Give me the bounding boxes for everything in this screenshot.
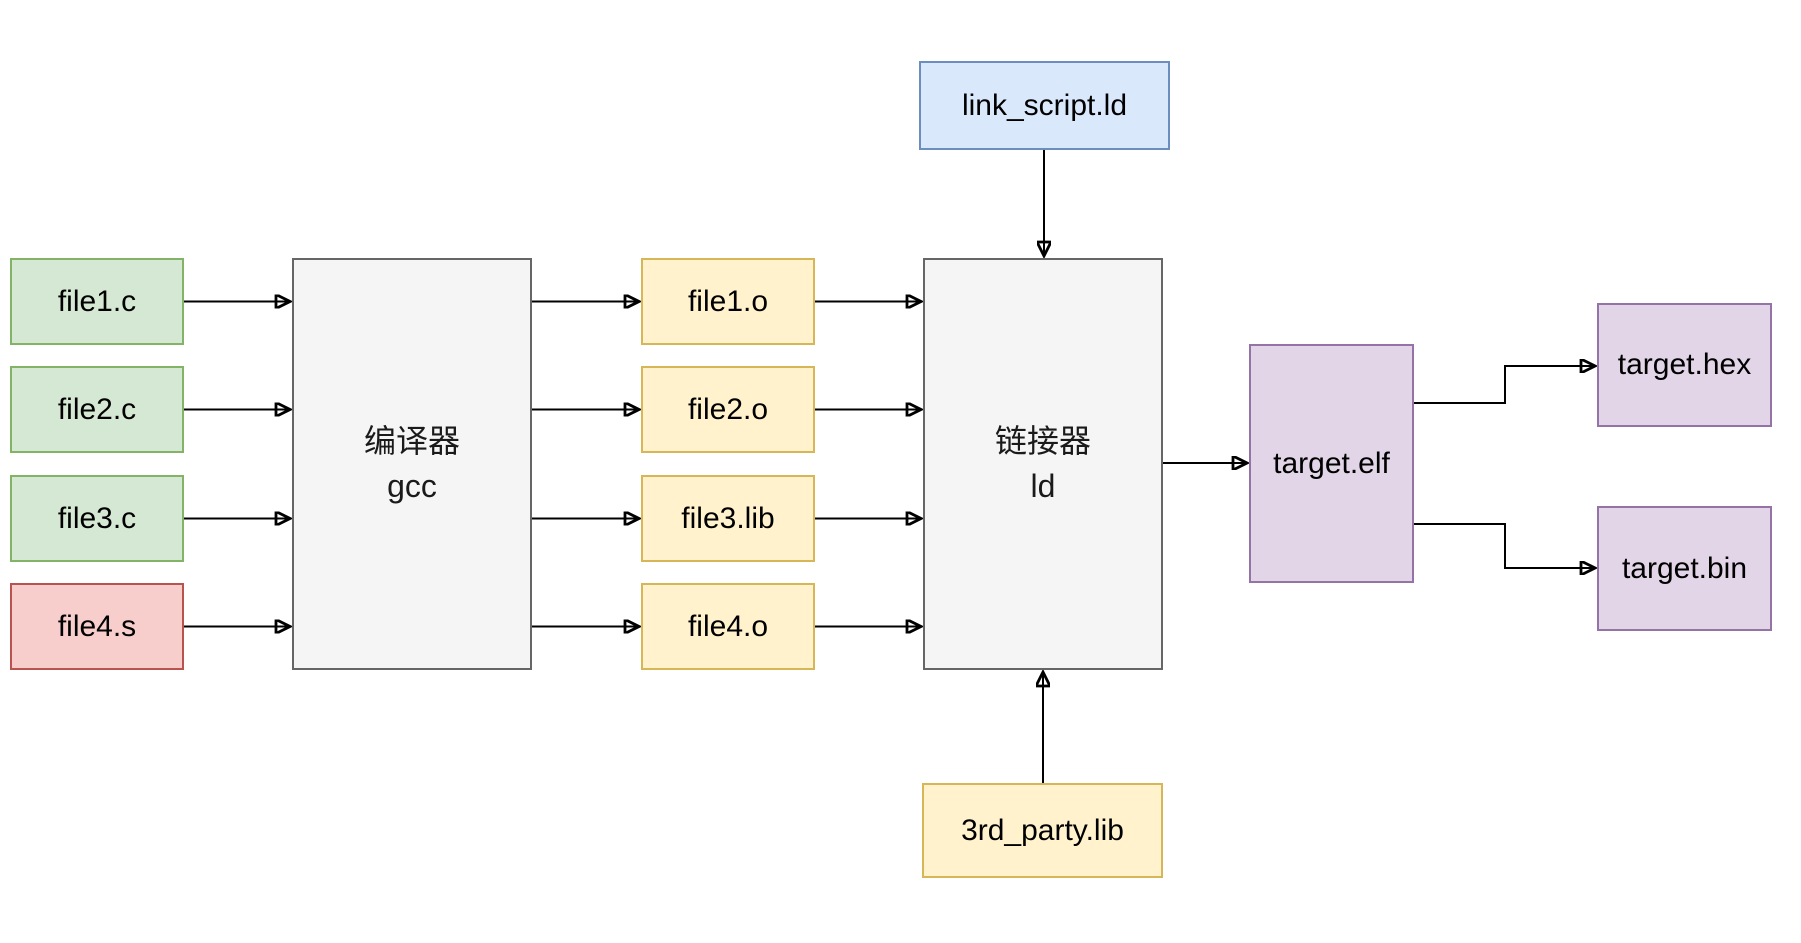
node-label: file1.c (57, 284, 137, 318)
node-label: file3.c (57, 501, 137, 535)
node-file1-c: file1.c (10, 258, 184, 345)
node-label: file2.c (57, 392, 137, 426)
node-file3-lib: file3.lib (641, 475, 815, 562)
node-file4-o: file4.o (641, 583, 815, 670)
node-label: file2.o (687, 392, 769, 426)
node-label: file4.s (57, 609, 137, 643)
node-file2-c: file2.c (10, 366, 184, 453)
node-label: 编译器 gcc (364, 419, 460, 509)
node-target-hex: target.hex (1597, 303, 1772, 427)
node-compiler-gcc: 编译器 gcc (292, 258, 532, 670)
node-link-script-ld: link_script.ld (919, 61, 1170, 150)
node-file3-c: file3.c (10, 475, 184, 562)
node-file4-s: file4.s (10, 583, 184, 670)
linker-label-cn: 链接器 (994, 423, 1091, 460)
compiler-label-en: gcc (387, 468, 437, 504)
arrow-elf-to-hex (1414, 366, 1595, 404)
node-linker-ld: 链接器 ld (923, 258, 1163, 670)
node-label: 链接器 ld (995, 419, 1091, 509)
node-label: link_script.ld (961, 88, 1128, 122)
node-label: target.elf (1273, 446, 1390, 480)
node-file1-o: file1.o (641, 258, 815, 345)
linker-label-en: ld (1030, 468, 1056, 504)
node-target-bin: target.bin (1597, 506, 1772, 631)
node-label: target.hex (1617, 348, 1752, 382)
node-3rd-party-lib: 3rd_party.lib (922, 783, 1163, 878)
node-label: file1.o (687, 284, 769, 318)
node-label: 3rd_party.lib (961, 813, 1124, 847)
arrow-elf-to-bin (1414, 523, 1595, 568)
node-label: file3.lib (681, 501, 775, 535)
node-label: target.bin (1621, 551, 1748, 585)
compiler-label-cn: 编译器 (363, 423, 460, 460)
node-label: file4.o (687, 609, 769, 643)
node-target-elf: target.elf (1249, 344, 1414, 583)
node-file2-o: file2.o (641, 366, 815, 453)
